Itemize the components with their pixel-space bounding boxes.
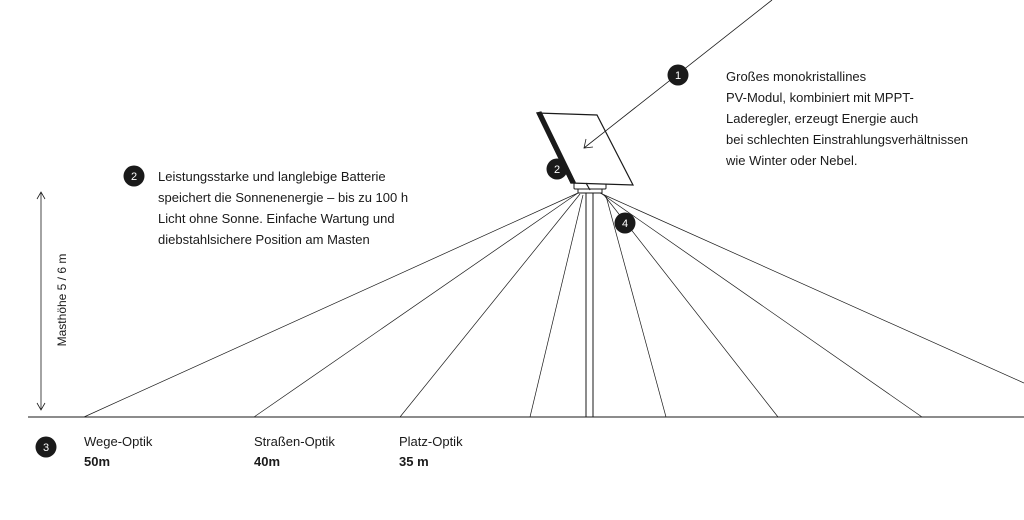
callout-2-line: diebstahlsichere Position am Masten: [158, 232, 370, 247]
callout-1-text: Großes monokristallines PV-Modul, kombin…: [726, 66, 968, 171]
badge-3-circle: [35, 436, 57, 458]
light-beams: [83, 192, 1024, 418]
mast-pole: [585, 189, 594, 418]
badge-3: 3: [35, 436, 57, 458]
callout-1-line: Großes monokristallines: [726, 69, 867, 84]
callout-1-line: bei schlechten Einstrahlungsverhältnisse…: [726, 132, 969, 147]
badge-2-description-number: 2: [131, 171, 137, 183]
badge-4: 4: [614, 212, 636, 234]
callout-1-line: PV-Modul, kombiniert mit MPPT-: [726, 90, 914, 105]
badge-1-circle: [667, 64, 689, 86]
badge-2-description: 2: [123, 165, 145, 187]
optic-name-strassen: Straßen-Optik: [254, 434, 335, 449]
badge-4-circle: [614, 212, 636, 234]
mast-height-arrow: [36, 191, 46, 411]
optic-distance-strassen: 40m: [254, 454, 281, 469]
callout-2-text: Leistungsstarke und langlebige Batterie …: [158, 166, 408, 250]
badge-2-description-circle: [123, 165, 145, 187]
badge-1-number: 1: [675, 70, 681, 82]
optic-name-platz: Platz-Optik: [399, 434, 463, 449]
badge-3-number: 3: [43, 442, 49, 454]
badge-4-number: 4: [622, 218, 628, 230]
callout-1-line: wie Winter oder Nebel.: [726, 153, 858, 168]
badge-1: 1: [667, 64, 689, 86]
callout-1-line: Laderegler, erzeugt Energie auch: [726, 111, 919, 126]
optic-name-wege: Wege-Optik: [84, 434, 153, 449]
optic-distance-wege: 50m: [84, 454, 111, 469]
callout-2-line: Leistungsstarke und langlebige Batterie: [158, 169, 386, 184]
solar-panel: [536, 111, 635, 191]
badge-2-battery: 2: [546, 158, 568, 180]
badge-2-battery-number: 2: [554, 164, 560, 176]
badge-2-battery-circle: [546, 158, 568, 180]
callout-2-line: Licht ohne Sonne. Einfache Wartung und: [158, 211, 395, 226]
callout-2-line: speichert die Sonnenenergie – bis zu 100…: [158, 190, 409, 205]
mast-height-label: Masthöhe 5 / 6 m: [55, 253, 69, 347]
optic-distance-platz: 35 m: [399, 454, 429, 469]
